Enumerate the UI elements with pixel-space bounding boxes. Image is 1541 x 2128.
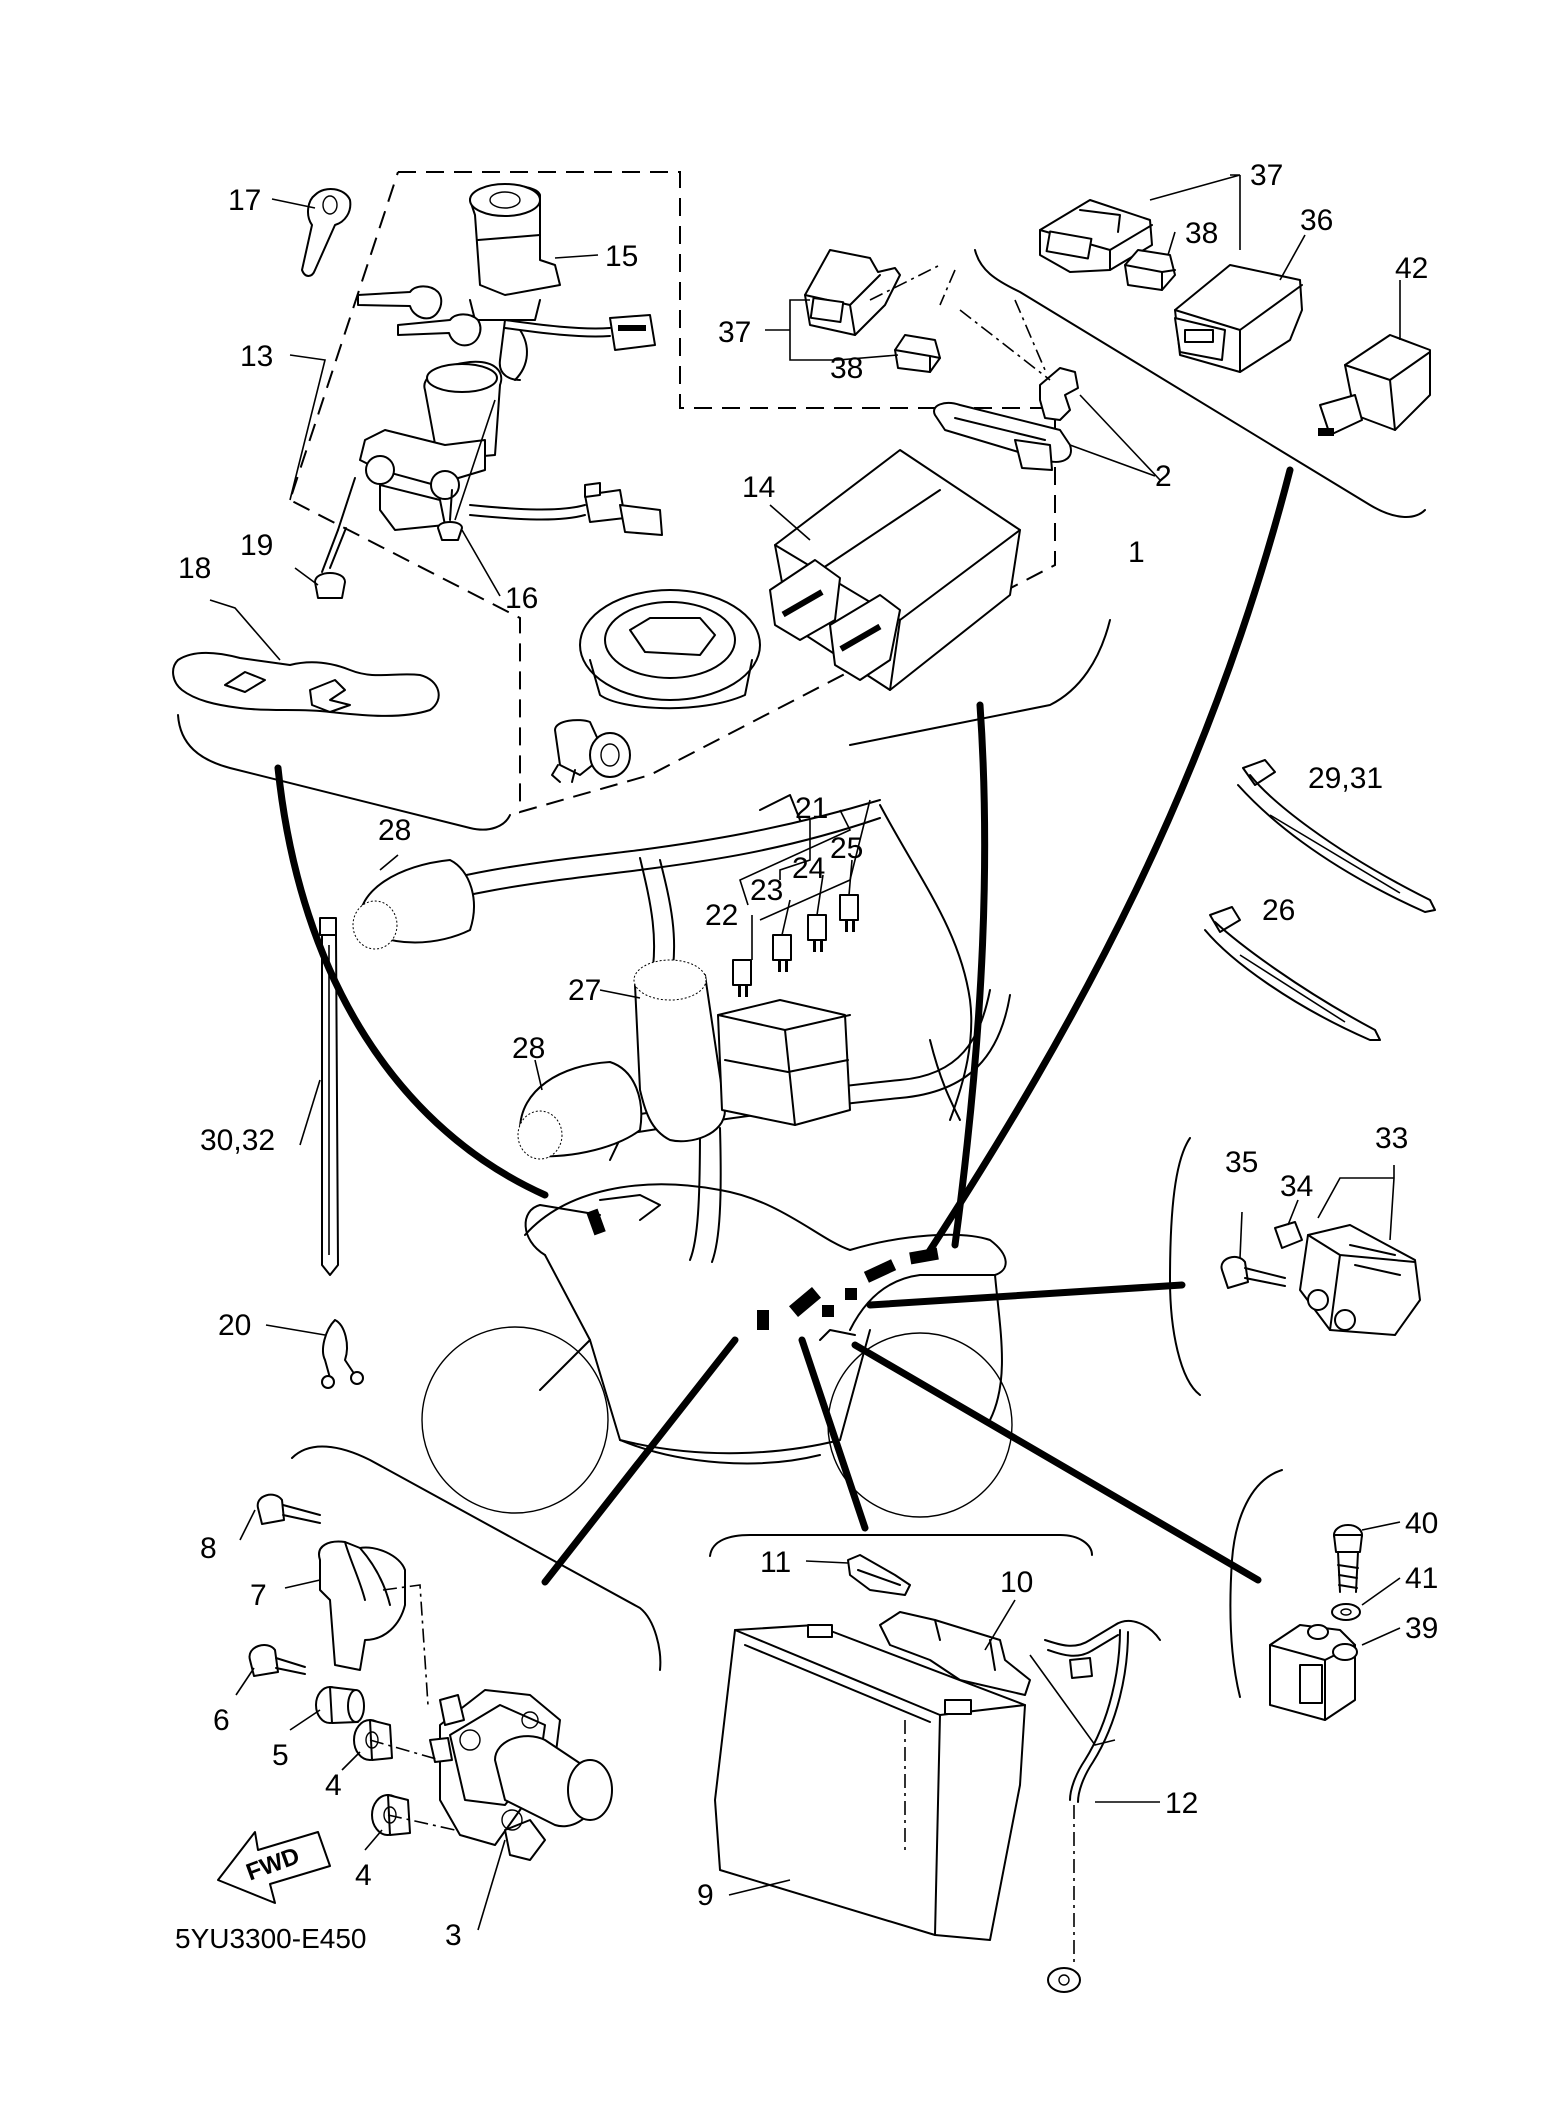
cover-7 [318,1540,406,1671]
callout-17: 17 [228,184,261,217]
callout-29-31: 29,31 [1308,762,1383,795]
screw-16 [437,489,463,541]
callout-1: 1 [1128,536,1145,569]
motorcycle-outline [421,1183,1013,1518]
cable-tie-30-32 [319,917,339,1276]
callout-41: 41 [1405,1562,1438,1595]
grommet-4b [371,1794,411,1836]
callout-4-upper: 4 [325,1769,342,1802]
callout-13: 13 [240,340,273,373]
callout-3: 3 [445,1919,462,1952]
main-switch-15 [469,183,561,381]
callout-2: 2 [1155,460,1172,493]
bolt-35 [1220,1255,1286,1289]
callout-6: 6 [213,1704,230,1737]
relay-38-right [1124,249,1176,291]
callout-35: 35 [1225,1146,1258,1179]
callout-30-32: 30,32 [200,1124,275,1157]
relay-36 [1174,264,1303,373]
panel-outlines [177,171,1426,1698]
lock-cylinder [551,719,631,783]
battery-band-10 [879,1611,1031,1696]
throttle-sensor-3 [429,1689,613,1861]
callout-38-right: 38 [1185,217,1218,250]
callouts: 17 15 13 19 18 16 14 37 38 2 1 37 38 36 … [178,159,1438,1952]
coupler-34 [1274,1221,1303,1249]
callout-18: 18 [178,552,211,585]
callout-39: 39 [1405,1612,1438,1645]
ecu-14 [769,449,1021,691]
callout-33: 33 [1375,1122,1408,1155]
callout-37-left: 37 [718,316,751,349]
callout-19: 19 [240,529,273,562]
callout-36: 36 [1300,204,1333,237]
callout-25: 25 [830,832,863,865]
collar-5 [315,1686,365,1724]
callout-28-upper: 28 [378,814,411,847]
callout-40: 40 [1405,1507,1438,1540]
cable-tie-29-31 [1237,759,1436,913]
fwd-arrow [217,1831,331,1904]
cable-tie-26 [1204,906,1381,1041]
callout-28-lower: 28 [512,1032,545,1065]
sensor-39 [1269,1624,1358,1721]
grommet-4a [353,1719,393,1761]
callout-21: 21 [795,792,828,825]
sensor-33 [1299,1224,1421,1336]
callout-22: 22 [705,899,738,932]
key-17 [301,188,352,277]
noise-filter-27 [633,959,726,1143]
fuel-cap-plate [579,589,761,710]
callout-14: 14 [742,471,775,504]
fuse-holder-11 [847,1554,911,1596]
callout-37-right: 37 [1250,159,1283,192]
cable-12 [1044,1620,1161,1993]
rubber-holder-1 [933,402,1072,471]
callout-26: 26 [1262,894,1295,927]
relay-38-left [894,334,941,373]
callout-4-lower: 4 [355,1859,372,1892]
callout-12: 12 [1165,1787,1198,1820]
callout-11: 11 [760,1546,791,1579]
callout-27: 27 [568,974,601,1007]
noise-filter-28-lower [517,1061,643,1160]
callout-42: 42 [1395,252,1428,285]
connection-lines [274,466,1294,1586]
relay-37-left [804,249,901,336]
screw-19 [314,477,356,599]
keys-13 [357,285,482,347]
callout-7: 7 [250,1579,267,1612]
washer-41 [1331,1603,1361,1621]
bracket-2 [1039,367,1079,421]
callout-10: 10 [1000,1566,1033,1599]
screw-6 [248,1644,306,1677]
wire-leads-13 [469,314,663,536]
diagram-code: 5YU3300-E450 [175,1923,366,1954]
leader-lines [209,174,1401,1931]
noise-filter-28-upper [352,859,475,950]
callout-23: 23 [750,874,783,907]
callout-34: 34 [1280,1170,1313,1203]
callout-5: 5 [272,1739,289,1772]
callout-8: 8 [200,1532,217,1565]
callout-15: 15 [605,240,638,273]
plate-18 [172,651,440,717]
bolt-40 [1333,1524,1363,1593]
callout-9: 9 [697,1879,714,1912]
screw-8 [256,1493,321,1525]
callout-24: 24 [792,852,825,885]
callout-16: 16 [505,582,538,615]
relay-37-right [1039,199,1153,273]
callout-38-left: 38 [830,352,863,385]
clamp-20 [321,1319,364,1389]
fuses [732,894,859,997]
callout-20: 20 [218,1309,251,1342]
fuse-box [717,999,851,1126]
battery-9 [714,1624,1026,1941]
relay-42 [1318,334,1431,436]
